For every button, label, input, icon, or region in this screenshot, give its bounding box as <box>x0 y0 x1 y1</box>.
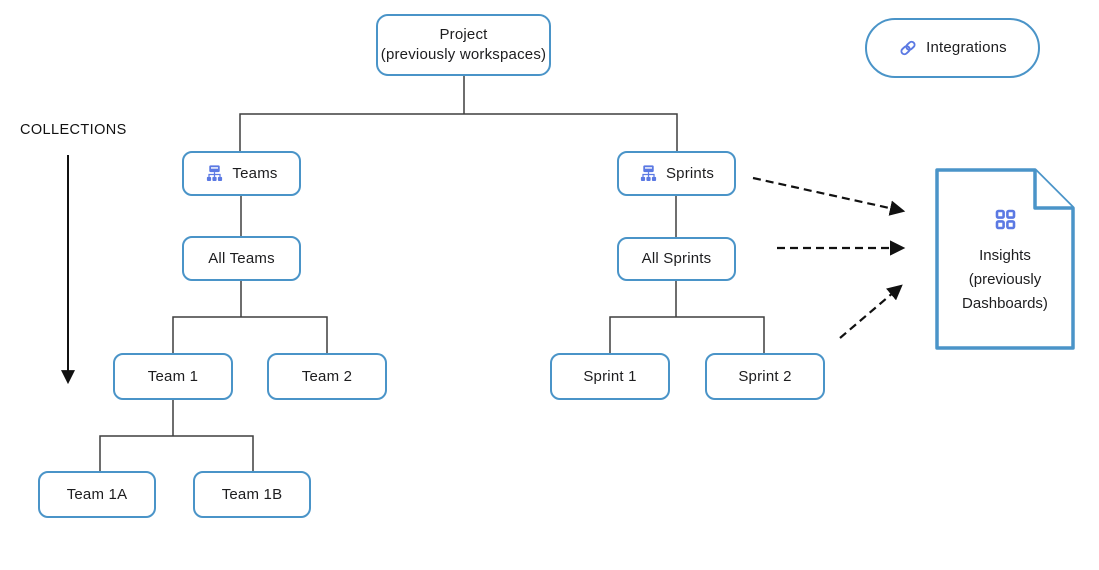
integrations-label: Integrations <box>926 39 1007 56</box>
collections-label: COLLECTIONS <box>20 122 127 138</box>
connector-allsprints-split <box>609 281 765 353</box>
connector-project-split <box>239 76 678 151</box>
arrow-sprints-to-insights <box>752 176 906 216</box>
dashed-arrows <box>752 176 906 339</box>
node-team-1: Team 1 <box>113 353 233 400</box>
insights-label-line1: Insights <box>979 247 1031 264</box>
node-all-teams: All Teams <box>182 236 301 281</box>
node-sprints: Sprints <box>617 151 736 196</box>
insights-label-line2: (previously <box>968 271 1042 288</box>
node-team-1b: Team 1B <box>193 471 311 518</box>
all-sprints-label: All Sprints <box>641 250 712 267</box>
connector-allteams-split <box>172 281 328 353</box>
all-teams-label: All Teams <box>208 249 275 267</box>
connector-team1-split <box>99 400 254 471</box>
insights-label-line3: Dashboards) <box>962 295 1048 312</box>
node-sprint-1: Sprint 1 <box>550 353 670 400</box>
team-2-label: Team 2 <box>301 367 353 385</box>
teams-label: Teams <box>232 164 278 182</box>
sprints-label: Sprints <box>665 164 715 182</box>
dashboard-grid-icon <box>995 209 1016 235</box>
node-all-sprints: All Sprints <box>617 237 736 281</box>
node-project: Project (previously workspaces) <box>376 14 551 76</box>
sprint-2-label: Sprint 2 <box>738 367 792 385</box>
sprint-1-label: Sprint 1 <box>583 367 637 385</box>
arrow-sprintrow-to-insights <box>839 284 903 339</box>
team-1a-label: Team 1A <box>66 485 128 503</box>
org-chart-icon <box>205 164 224 183</box>
node-team-2: Team 2 <box>267 353 387 400</box>
team-1-label: Team 1 <box>147 367 199 385</box>
project-label-line2: (previously workspaces) <box>380 46 547 63</box>
node-integrations: Integrations <box>865 18 1040 78</box>
team-1b-label: Team 1B <box>221 485 283 503</box>
node-teams: Teams <box>182 151 301 196</box>
project-label-line1: Project <box>439 26 488 43</box>
tree-connectors <box>99 76 765 471</box>
org-chart-icon <box>639 164 658 183</box>
node-sprint-2: Sprint 2 <box>705 353 825 400</box>
link-icon <box>898 38 918 58</box>
node-team-1a: Team 1A <box>38 471 156 518</box>
node-insights-document: Insights (previously Dashboards) <box>935 168 1075 350</box>
document-shape <box>935 168 1075 350</box>
